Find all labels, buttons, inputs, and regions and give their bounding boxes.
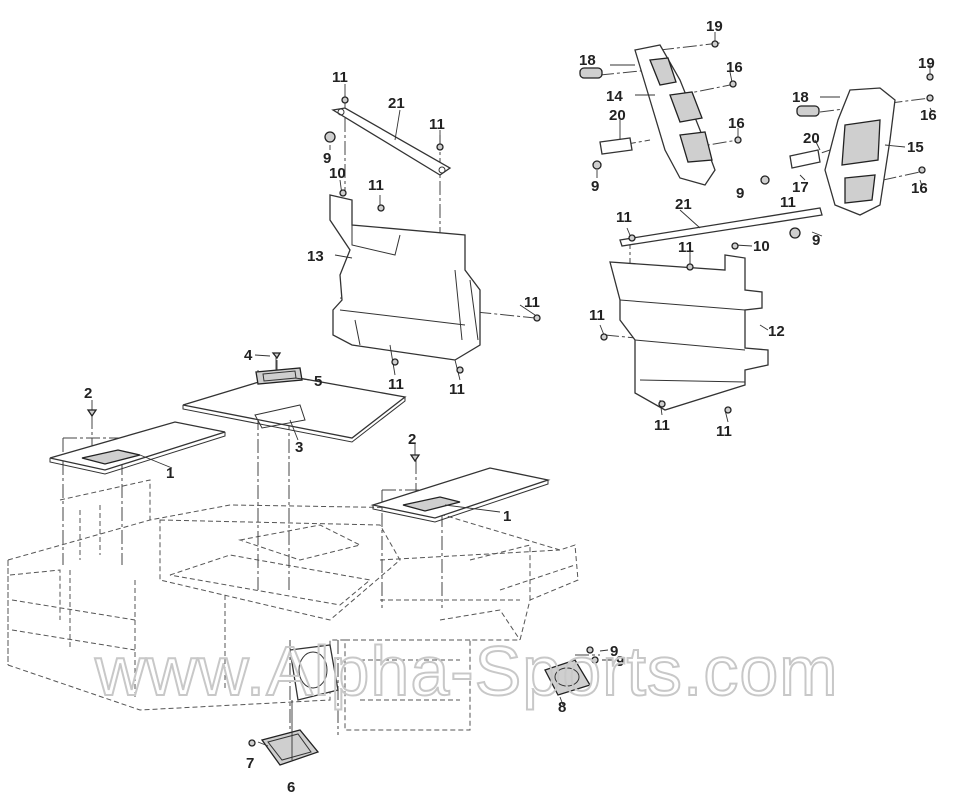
- screws: [86, 40, 934, 747]
- callout-11-d: 11: [524, 294, 540, 311]
- side-guard-left: [329, 194, 481, 361]
- callout-9-right: 9: [812, 232, 820, 249]
- callout-21-left: 21: [388, 95, 405, 112]
- callout-15: 15: [907, 139, 924, 156]
- callout-11-k: 11: [716, 423, 732, 440]
- callout-9-upper-right: 9: [591, 178, 599, 195]
- callout-1-left: 1: [166, 465, 174, 482]
- callout-9-speaker-a: 9: [610, 643, 618, 660]
- callout-9-left: 9: [323, 150, 331, 167]
- callout-2-right: 2: [408, 431, 416, 448]
- callout-11-l: 11: [780, 194, 796, 211]
- callout-11-g: 11: [616, 209, 632, 226]
- callout-11-a: 11: [332, 69, 348, 86]
- speaker-housing: [289, 644, 339, 701]
- bracket-21-left: [331, 107, 452, 176]
- callout-11-f: 11: [449, 381, 465, 398]
- callout-11-i: 11: [589, 307, 605, 324]
- callout-16-d: 16: [911, 180, 928, 197]
- callout-20-left: 20: [609, 107, 626, 124]
- callout-5: 5: [314, 373, 322, 390]
- callout-10-left: 10: [329, 165, 346, 182]
- callout-labels: 2 2 1 1 3 4 5 6 7 8 9 9 9 9 9 9 10 10 11…: [84, 18, 937, 796]
- callout-20-right: 20: [803, 130, 820, 147]
- floor-panel-center: [182, 374, 407, 443]
- speaker-grille-6: [260, 729, 320, 766]
- callout-8: 8: [558, 699, 566, 716]
- speaker-grille-8: [544, 659, 591, 696]
- bracket-21-right: [619, 207, 823, 247]
- callout-18-right: 18: [792, 89, 809, 106]
- chassis-frame: [7, 479, 579, 731]
- callout-11-c: 11: [368, 177, 384, 194]
- callout-17: 17: [792, 179, 809, 196]
- callout-1-right: 1: [503, 508, 511, 525]
- callout-11-b: 11: [429, 116, 445, 133]
- callout-9-mid-right: 9: [736, 185, 744, 202]
- callout-19-left: 19: [706, 18, 723, 35]
- callout-6: 6: [287, 779, 295, 796]
- callout-4: 4: [244, 347, 253, 364]
- callout-19-right: 19: [918, 55, 935, 72]
- watermark-text: www.Alpha-Sports.com: [94, 632, 839, 710]
- callout-9-speaker-b: 9: [616, 653, 624, 670]
- fender-guard-15: [824, 87, 896, 216]
- side-guard-right: [609, 254, 769, 411]
- callout-3: 3: [295, 439, 303, 456]
- callout-11-h: 11: [678, 239, 694, 256]
- callout-11-j: 11: [654, 417, 670, 434]
- floor-panel-left: [49, 421, 226, 475]
- callout-16-a: 16: [726, 59, 743, 76]
- callout-16-b: 16: [728, 115, 745, 132]
- callout-11-e: 11: [388, 376, 404, 393]
- callout-18-left: 18: [579, 52, 596, 69]
- floor-panel-right: [370, 467, 551, 523]
- callout-10-right: 10: [753, 238, 770, 255]
- callout-16-c: 16: [920, 107, 937, 124]
- callout-2-left: 2: [84, 385, 92, 402]
- callout-14: 14: [606, 88, 623, 105]
- small-hardware: [324, 67, 821, 664]
- fender-guard-14: [634, 44, 716, 186]
- callout-13: 13: [307, 248, 324, 265]
- callout-12: 12: [768, 323, 785, 340]
- callout-21-right: 21: [675, 196, 692, 213]
- callout-7: 7: [246, 755, 254, 772]
